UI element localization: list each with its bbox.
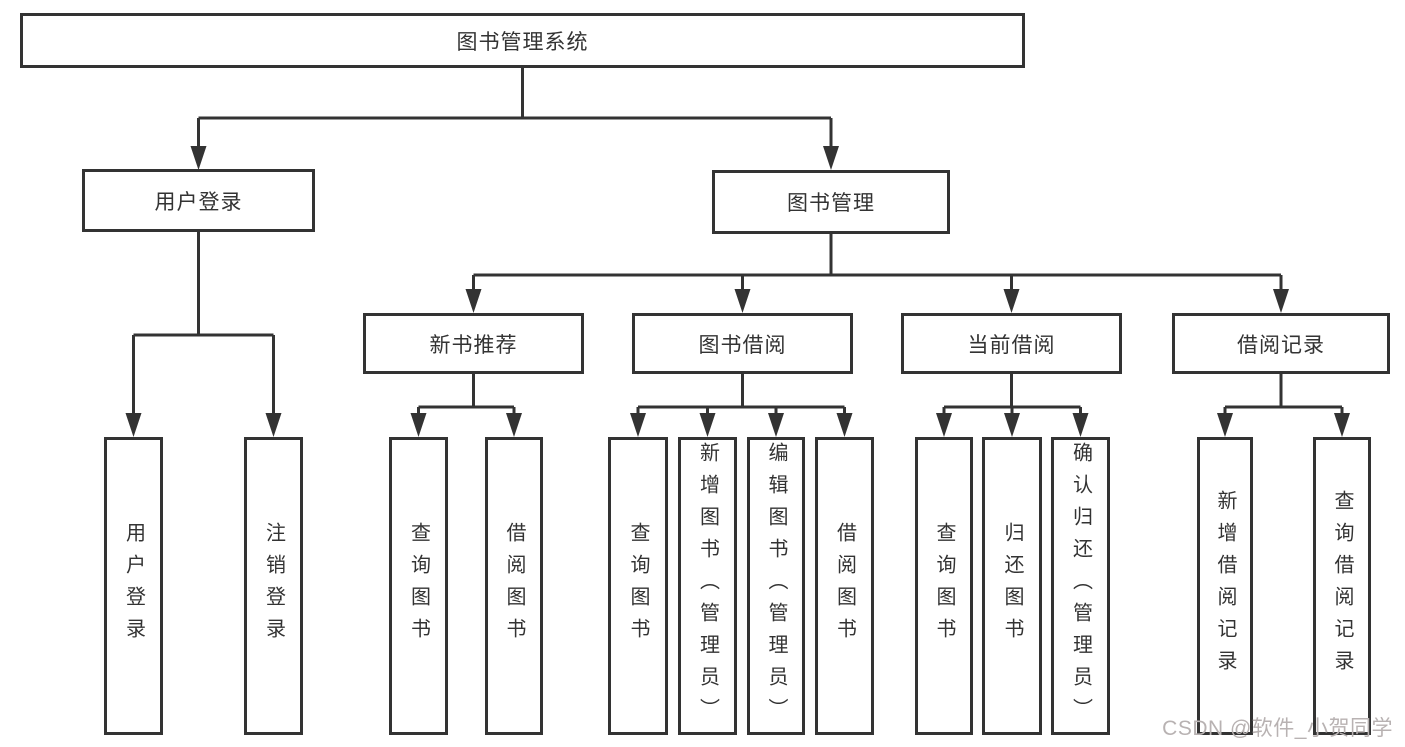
node-book-mgmt: 图书管理 [712,170,950,234]
connector-book-borrow [630,374,853,437]
watermark-text: CSDN @软件_小贺同学 [1162,717,1393,740]
leaf-edit-books-admin: 编辑图书（管理员） [747,437,805,735]
connector-new-book-rec [410,374,522,437]
connector-root [190,68,839,170]
leaf-borrow-books-rec: 借阅图书 [485,437,543,735]
node-current-borrow: 当前借阅 [901,313,1122,374]
leaf-logout: 注销登录 [244,437,303,735]
connector-user-login [125,232,282,437]
node-root-system: 图书管理系统 [20,13,1025,68]
leaf-add-books-admin: 新增图书（管理员） [678,437,737,735]
node-book-borrow: 图书借阅 [632,313,853,374]
connector-borrow-records [1217,374,1350,437]
node-borrow-records: 借阅记录 [1172,313,1390,374]
node-user-login: 用户登录 [82,169,315,232]
leaf-query-books-rec: 查询图书 [389,437,448,735]
leaf-query-books-borrow: 查询图书 [608,437,668,735]
leaf-user-login: 用户登录 [104,437,163,735]
leaf-confirm-return-admin: 确认归还（管理员） [1051,437,1110,735]
leaf-return-books: 归还图书 [982,437,1042,735]
leaf-borrow-books: 借阅图书 [815,437,874,735]
connector-book-mgmt [465,234,1289,313]
connector-current-borrow [936,374,1089,437]
leaf-add-borrow-record: 新增借阅记录 [1197,437,1253,735]
leaf-query-books-current: 查询图书 [915,437,973,735]
leaf-query-borrow-record: 查询借阅记录 [1313,437,1371,735]
node-new-book-rec: 新书推荐 [363,313,584,374]
